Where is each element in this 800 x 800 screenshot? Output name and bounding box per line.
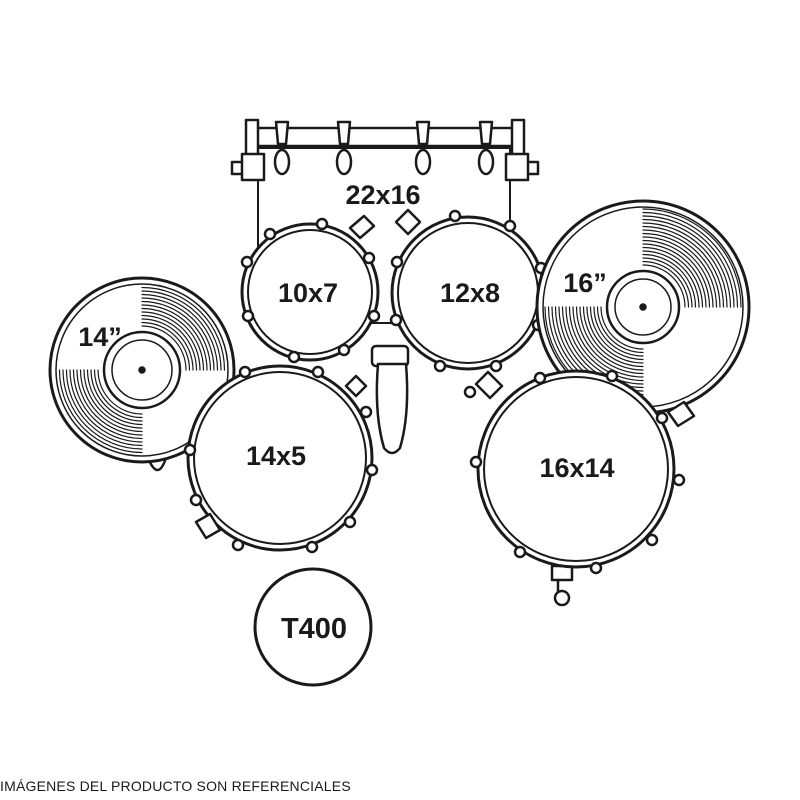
tom-10x7 bbox=[240, 214, 381, 364]
lathe-groove bbox=[141, 300, 212, 371]
hihat-label: 14” bbox=[78, 322, 122, 352]
lathe-groove bbox=[600, 306, 644, 350]
floor-tom-label: 16x14 bbox=[539, 453, 614, 483]
lathe-groove bbox=[141, 307, 205, 371]
lathe-groove bbox=[141, 318, 194, 371]
lathe-groove bbox=[141, 311, 201, 371]
tom-10x7-lugs bbox=[240, 217, 381, 364]
lathe-groove bbox=[141, 314, 198, 371]
lathe-groove bbox=[642, 260, 690, 308]
lathe-groove bbox=[141, 297, 215, 371]
lathe-groove bbox=[62, 369, 143, 450]
lathe-groove bbox=[76, 369, 143, 436]
lathe-groove bbox=[141, 293, 219, 371]
throne-label: T400 bbox=[281, 613, 347, 645]
bass-drum-label: 22x16 bbox=[345, 180, 420, 210]
snare-lugs bbox=[183, 365, 379, 554]
lathe-groove bbox=[582, 306, 644, 368]
lathe-groove bbox=[65, 369, 143, 447]
hihat-lathing bbox=[58, 286, 226, 454]
lathe-groove bbox=[642, 250, 700, 308]
lathe-groove bbox=[642, 264, 686, 308]
disclaimer-text: IMÁGENES DEL PRODUCTO SON REFERENCIALES bbox=[0, 778, 351, 794]
lathe-groove bbox=[642, 257, 693, 308]
lathe-groove bbox=[79, 369, 143, 433]
lathe-groove bbox=[642, 208, 742, 308]
lathe-groove bbox=[642, 211, 739, 308]
lathe-groove bbox=[58, 369, 143, 454]
lathe-groove bbox=[141, 325, 187, 371]
lathe-groove bbox=[69, 369, 143, 443]
lathe-groove bbox=[141, 286, 226, 371]
lathe-groove bbox=[97, 369, 143, 415]
tom-12x8 bbox=[389, 208, 548, 373]
floor-tom bbox=[463, 369, 686, 607]
tom-10x7-label: 10x7 bbox=[278, 278, 338, 308]
lathe-groove bbox=[642, 218, 732, 308]
hihat-cymbal bbox=[48, 276, 236, 472]
snare-drum bbox=[183, 364, 379, 554]
lathe-groove bbox=[83, 369, 143, 429]
bass-drum-lugs bbox=[230, 118, 540, 182]
lathe-groove bbox=[642, 225, 725, 308]
lathe-groove bbox=[72, 369, 143, 440]
floor-tom-lugs bbox=[469, 369, 686, 575]
lathe-groove bbox=[572, 306, 644, 378]
tom-12x8-lugs bbox=[389, 209, 548, 373]
lathe-groove bbox=[593, 306, 644, 357]
lathe-groove bbox=[90, 369, 143, 422]
lathe-groove bbox=[642, 222, 728, 308]
lathe-groove bbox=[589, 306, 644, 361]
lathe-groove bbox=[93, 369, 143, 419]
lathe-groove bbox=[568, 306, 644, 382]
lathe-groove bbox=[642, 253, 697, 308]
lathe-groove bbox=[642, 239, 711, 308]
lathe-groove bbox=[642, 229, 721, 308]
lathe-groove bbox=[579, 306, 644, 371]
throne bbox=[253, 567, 373, 687]
lathe-groove bbox=[642, 236, 714, 308]
snare-label: 14x5 bbox=[246, 441, 306, 471]
lathe-groove bbox=[586, 306, 644, 364]
lathe-groove bbox=[596, 306, 644, 354]
ride-cymbal bbox=[535, 199, 751, 428]
lathe-groove bbox=[642, 246, 704, 308]
lathe-groove bbox=[575, 306, 644, 375]
lathe-groove bbox=[141, 290, 222, 371]
lathe-groove bbox=[642, 232, 718, 308]
lathe-groove bbox=[642, 215, 735, 308]
lathe-groove bbox=[141, 304, 208, 371]
tom-12x8-label: 12x8 bbox=[440, 278, 500, 308]
ride-lathing bbox=[544, 208, 742, 406]
lathe-groove bbox=[86, 369, 143, 426]
lathe-groove bbox=[565, 306, 644, 385]
lathe-groove bbox=[642, 243, 707, 308]
bass-pedal bbox=[370, 344, 410, 455]
ride-label: 16” bbox=[563, 268, 607, 298]
lathe-groove bbox=[141, 321, 191, 371]
